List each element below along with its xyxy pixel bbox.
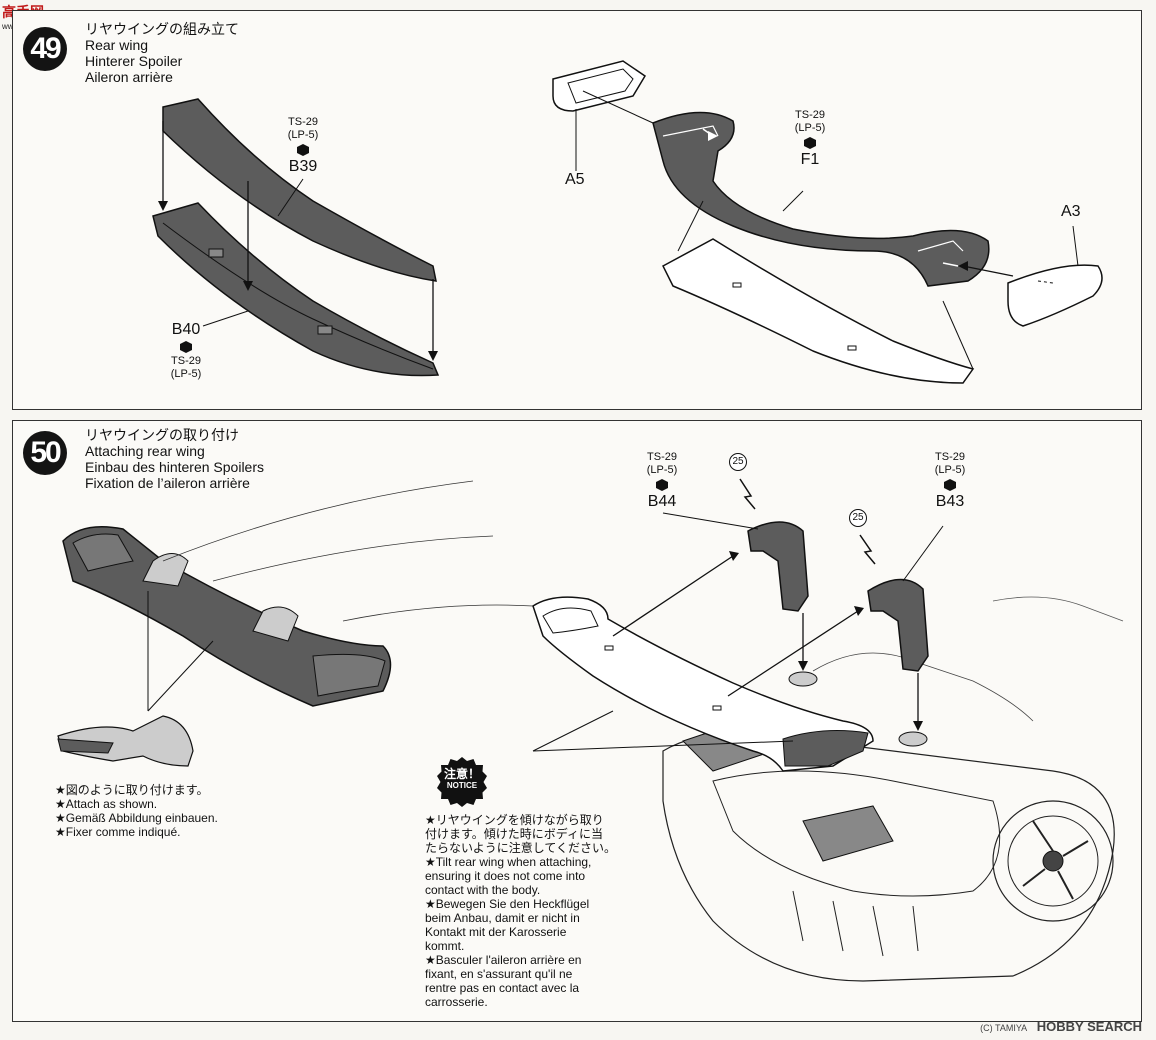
part-b43-shape [867,578,929,672]
part-label-a3: A3 [1061,203,1081,220]
part-b44-shape [747,521,809,612]
part-label-b44: B44 [647,493,677,510]
screw-icon: 25 [729,453,747,471]
notice-text: ★リヤウイングを傾けながら取り 付けます。傾けた時にボディに当 たらないように注… [425,813,617,1009]
screw-icon: 25 [849,509,867,527]
part-a3-shape [1007,264,1103,327]
paint-callout-b43: TS-29 (LP-5) B43 [925,451,975,511]
paint-callout-b40: B40 TS-29 (LP-5) [161,321,211,381]
paint-callout-b44: TS-29 (LP-5) B44 [637,451,687,511]
step-49-illustration [152,60,1103,384]
part-b39-shape [162,98,437,282]
paint-hex-icon [180,341,192,353]
notice-badge-icon: 注意！ NOTICE [437,757,487,807]
part-label-f1: F1 [800,151,820,168]
paint-callout-b39: TS-29 (LP-5) B39 [278,116,328,176]
part-label-b39: B39 [288,158,318,175]
step-50-panel: 50 リヤウイングの取り付け Attaching rear wing Einba… [12,420,1142,1022]
part-label-b40: B40 [171,321,201,338]
step-number-50: 50 [23,431,67,475]
paint-hex-icon [656,479,668,491]
paint-hex-icon [297,144,309,156]
attach-as-shown-note: ★図のように取り付けます。 ★Attach as shown. ★Gemäß A… [55,783,218,839]
step-50-title: リヤウイングの取り付け Attaching rear wing Einbau d… [85,427,265,491]
paint-hex-icon [944,479,956,491]
part-b40-shape [152,202,440,377]
rear-wing-shape [532,596,874,772]
deck-plate-shape [662,238,975,384]
paint-hex-icon [804,137,816,149]
part-label-a5: A5 [565,171,585,188]
part-f1-shape [652,111,990,287]
footer-watermark: (C) TAMIYA HOBBY SEARCH [980,1019,1142,1034]
step-49-title: リヤウイングの組み立て Rear wing Hinterer Spoiler A… [85,21,239,85]
step-50-illustration [57,478,1124,982]
step-49-panel: 49 リヤウイングの組み立て Rear wing Hinterer Spoile… [12,10,1142,410]
part-a5-shape [552,60,647,112]
part-label-b43: B43 [935,493,965,510]
paint-callout-f1: TS-29 (LP-5) F1 [785,109,835,169]
step-number-49: 49 [23,27,67,71]
